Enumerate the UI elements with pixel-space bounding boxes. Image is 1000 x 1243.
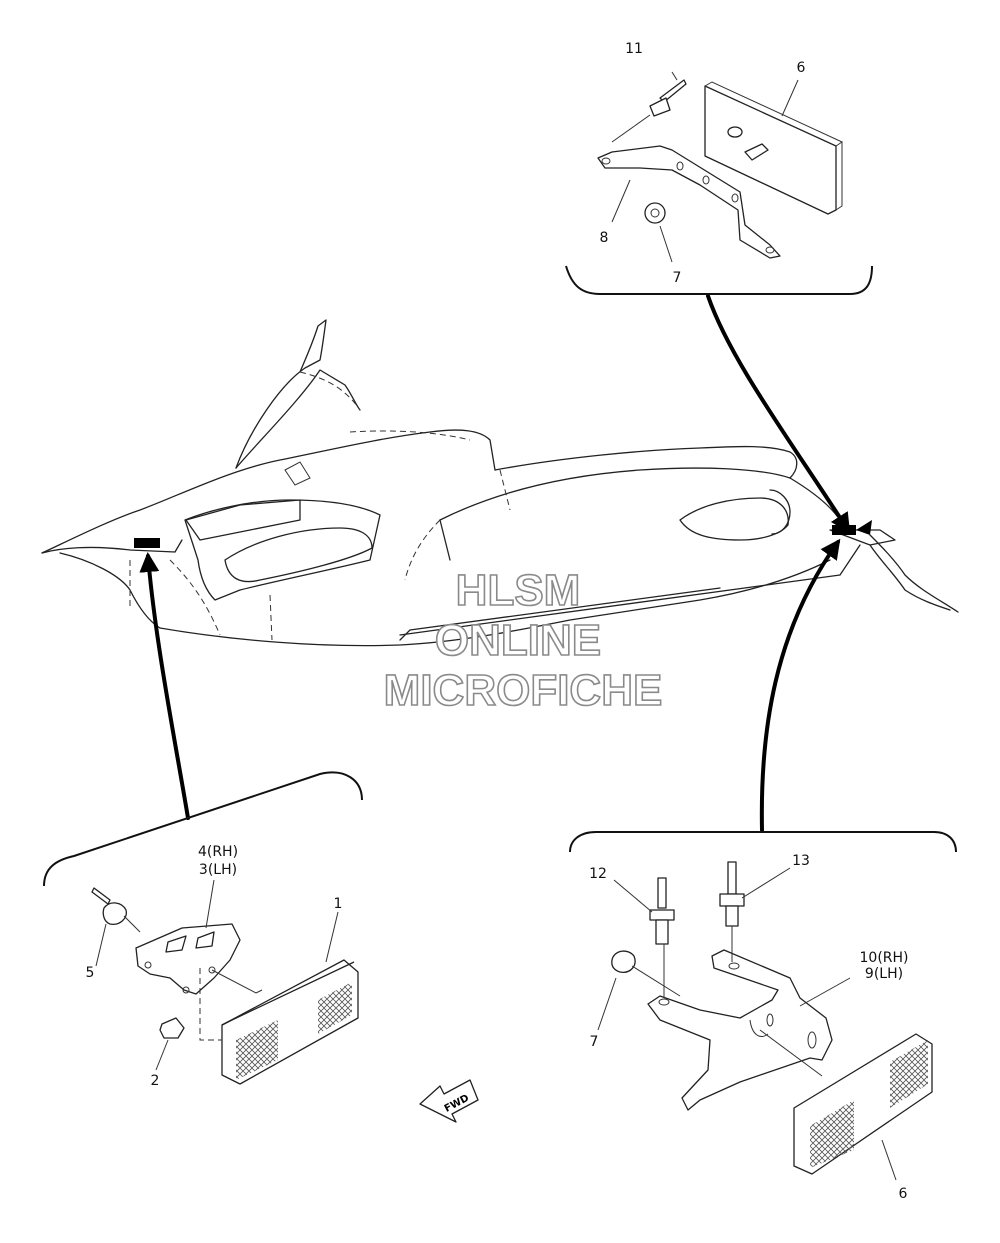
fwd-direction-marker: FWD (419, 1079, 479, 1123)
callout-6-top: 6 (797, 60, 806, 76)
inset-rear-side-reflector: 12 13 10(RH) 9(LH) 7 6 (569, 831, 957, 1202)
callout-7-bottom: 7 (590, 1034, 599, 1050)
watermark-line-2: ONLINE (435, 616, 601, 665)
callout-2: 2 (151, 1073, 160, 1089)
leader-arrows (139, 294, 851, 832)
callout-3-lh: 3(LH) (199, 862, 237, 878)
callout-6-bottom: 6 (899, 1186, 908, 1202)
callout-13: 13 (792, 853, 810, 869)
callout-12: 12 (589, 866, 607, 882)
inset-left-frame (43, 771, 363, 887)
callout-9-lh: 9(LH) (865, 966, 903, 982)
nut-part-7-top (644, 202, 666, 224)
callout-7-top: 7 (673, 270, 682, 286)
front-bracket-part-3-4 (135, 923, 241, 995)
nut-part-7-bottom (611, 950, 636, 973)
watermark: HLSM ONLINE MICROFICHE (383, 565, 663, 716)
inset-right-frame (569, 831, 957, 853)
callout-1: 1 (334, 896, 343, 912)
callout-4-rh: 4(RH) (198, 844, 238, 860)
inset-top-rear-reflector: 11 6 8 7 (565, 41, 873, 295)
callout-8: 8 (600, 230, 609, 246)
rivet-part-12 (655, 919, 669, 945)
callout-10-rh: 10(RH) (860, 950, 909, 966)
rivet-part-13 (725, 905, 739, 927)
callout-5: 5 (86, 965, 95, 981)
nut-part-2 (159, 1017, 185, 1039)
reflector-bracket-part-8 (597, 145, 781, 259)
inset-top-frame (565, 265, 873, 295)
callout-11: 11 (625, 41, 643, 57)
rear-side-bracket-part-9-10 (647, 949, 833, 1111)
watermark-line-3: MICROFICHE (384, 666, 663, 715)
watermark-line-1: HLSM (456, 566, 581, 615)
rear-reflector-part-6 (704, 85, 837, 215)
inset-front-side-reflector: 4(RH) 3(LH) 1 5 2 (43, 771, 363, 1089)
rivet-part-5 (102, 902, 127, 925)
